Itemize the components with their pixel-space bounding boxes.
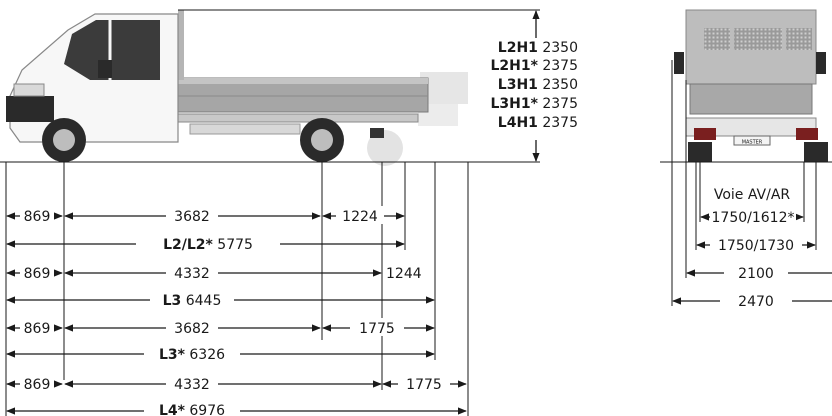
overhang-rear: 1224 (342, 209, 378, 225)
overhang-front: 869 (24, 266, 51, 282)
dim-row-8: L4* 6976 (6, 401, 467, 416)
overhang-front: 869 (24, 209, 51, 225)
overhang-front: 869 (24, 321, 51, 337)
tow-hitch (370, 128, 384, 138)
wheelbase: 3682 (174, 209, 210, 225)
headlight (13, 83, 45, 97)
wheelbase: 4332 (174, 266, 210, 282)
headboard-mesh (178, 10, 184, 80)
cab-window (64, 20, 160, 80)
track-values: 1750/1612* (712, 210, 795, 226)
dim-row-7: 869 4332 1775 (6, 374, 467, 393)
tail-light-right (796, 128, 818, 140)
mirror-left (674, 52, 684, 74)
height-row: L2H1 2350 (498, 40, 578, 56)
wheelbase: 4332 (174, 377, 210, 393)
height-labels: L2H1 2350 L2H1* 2375 L3H1 2350 L3H1* 237… (490, 40, 578, 131)
plate-text: MASTER (742, 140, 763, 146)
rear-wheel-left (688, 142, 712, 162)
dim-row-2: L2/L2* 5775 (6, 234, 405, 253)
dim-row-4: L3 6445 (6, 290, 435, 309)
rear-view-truck: MASTER (674, 9, 828, 162)
wheelbase: 3682 (174, 321, 210, 337)
mirror-right (816, 52, 826, 74)
overall-length: L4* 6976 (159, 403, 225, 416)
track-width-2: 1750/1730 (718, 238, 794, 254)
rear-reference-lines (671, 60, 817, 306)
reference-lines (5, 162, 469, 416)
track-label: Voie AV/AR (714, 187, 791, 203)
dim-row-1: 869 3682 1224 (6, 206, 405, 225)
rear-wheel-ghost (367, 130, 403, 166)
license-plate (733, 135, 771, 146)
dim-row-5: 869 3682 1775 (6, 318, 435, 337)
front-bumper (6, 96, 54, 122)
side-view-truck (6, 10, 468, 166)
chassis-frame (177, 113, 419, 123)
overhang-rear: 1244 (386, 266, 422, 282)
overhang-front: 869 (24, 377, 51, 393)
overall-width: 2100 (738, 266, 774, 282)
rear-dimensions: Voie AV/AR 1750/1612* 1750/1730 2100 247… (672, 187, 832, 310)
overall-length: L3 6445 (163, 293, 222, 309)
rear-wheel-right (804, 142, 828, 162)
width-with-mirrors: 2470 (738, 294, 774, 310)
tail-light-left (694, 128, 716, 140)
mirror (98, 60, 112, 78)
overhang-rear: 1775 (406, 377, 442, 393)
height-row: L3H1 2350 (498, 77, 578, 93)
dim-row-3: 869 4332 1244 (6, 263, 422, 282)
overall-length: L2/L2* 5775 (163, 237, 253, 253)
dim-row-6: L3* 6326 (6, 344, 435, 363)
height-row: L4H1 2375 (498, 115, 578, 131)
height-row: L3H1* 2375 (490, 96, 578, 112)
overall-length: L3* 6326 (159, 347, 225, 363)
rear-mesh (704, 28, 730, 50)
overhang-rear: 1775 (359, 321, 395, 337)
height-row: L2H1* 2375 (490, 58, 578, 74)
